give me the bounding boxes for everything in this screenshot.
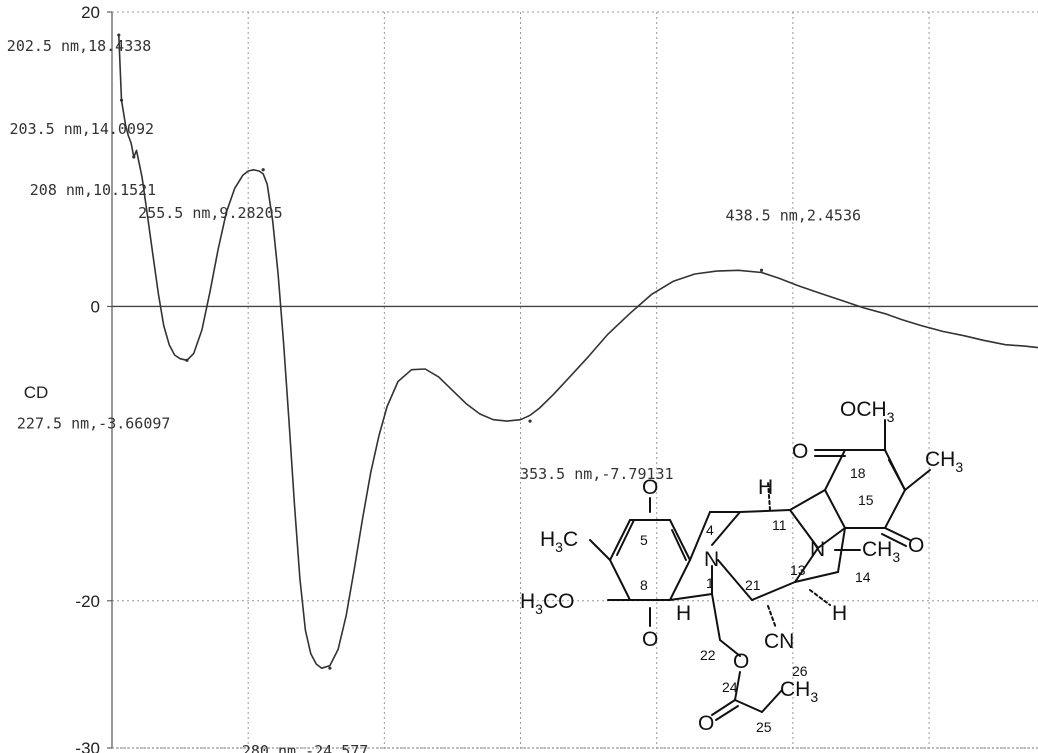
num-25: 25 xyxy=(756,719,772,735)
extremum-point xyxy=(528,419,532,423)
extremum-point xyxy=(328,666,332,670)
label-ch3-ester: CH3 xyxy=(780,678,818,705)
label-h-1: H xyxy=(676,602,691,625)
bond-double-right-1 xyxy=(888,459,906,491)
label-ch3-top: CH3 xyxy=(925,448,963,475)
num-18: 18 xyxy=(850,465,866,481)
num-13: 13 xyxy=(790,562,806,578)
num-24: 24 xyxy=(722,679,738,695)
bond-h11 xyxy=(767,481,771,511)
extremum-point xyxy=(185,358,189,362)
annotation-label: 227.5 nm,-3.66097 xyxy=(17,414,171,432)
bond-double-left-2 xyxy=(671,529,687,561)
bond-n-ring xyxy=(817,527,846,549)
peak-annotations: 202.5 nm,18.4338 203.5 nm,14.0092 208 nm,1… xyxy=(7,37,861,753)
ring-quinone-left xyxy=(608,519,692,601)
bond-c13-h xyxy=(809,589,831,606)
label-och3: OCH3 xyxy=(840,398,895,425)
bond-c1-ring xyxy=(669,593,713,601)
y-axis-label: CD xyxy=(24,383,49,402)
num-22: 22 xyxy=(700,647,716,663)
bond-c21-c13 xyxy=(751,581,796,601)
series-line-cd xyxy=(118,35,1038,669)
bond-c14-ring xyxy=(837,527,846,573)
num-5: 5 xyxy=(640,532,648,548)
annotation-label: 203.5 nm,14.0092 xyxy=(10,120,155,138)
bond-c1-c22 xyxy=(711,593,721,641)
bond-c10-n xyxy=(711,511,741,546)
y-tick-label: 20 xyxy=(81,3,100,22)
bond-c15-o xyxy=(884,527,911,541)
bond-n-c21 xyxy=(717,559,753,601)
ring-quinone-right xyxy=(823,449,907,529)
annotation-label: 353.5 nm,-7.79131 xyxy=(520,465,674,483)
chart-frame xyxy=(111,12,1038,749)
annotation-label: 280 nm,-24.577 xyxy=(242,742,368,753)
bond-ch3-top xyxy=(904,469,931,491)
bond-c25-c26 xyxy=(761,689,783,713)
num-8: 8 xyxy=(640,577,648,593)
label-o-quinone-3: O xyxy=(642,476,658,499)
extremum-point xyxy=(132,155,136,159)
chart-grid xyxy=(112,11,1038,749)
annotation-label: 202.5 nm,18.4338 xyxy=(7,37,152,55)
label-n-left: N xyxy=(704,548,719,571)
bond-n-c13 xyxy=(794,547,819,583)
label-o-quinone-4: O xyxy=(642,628,658,651)
extremum-point xyxy=(117,33,121,37)
num-21: 21 xyxy=(745,577,761,593)
bond-c24-o-double xyxy=(711,699,736,716)
num-15: 15 xyxy=(858,492,874,508)
bond-c11-c10 xyxy=(739,509,791,513)
label-o-carbonyl: O xyxy=(698,712,714,735)
label-h3c-left: H3C xyxy=(540,528,578,555)
annotation-label: 255.5 nm,9.28205 xyxy=(138,204,283,222)
bond-c11-ring xyxy=(789,489,826,511)
y-tick-label: -20 xyxy=(75,592,100,611)
bond-c24-o-double-2 xyxy=(715,705,739,721)
bond-double-left-1 xyxy=(616,519,635,556)
label-h-13: H xyxy=(832,602,847,625)
annotation-label: 208 nm,10.1521 xyxy=(30,181,156,199)
label-n-right: N xyxy=(810,538,825,561)
bond-c11-n xyxy=(789,509,819,549)
label-h3co: H3CO xyxy=(520,590,574,617)
bond-c4-ring xyxy=(689,511,711,561)
y-tick-label: 0 xyxy=(91,297,100,316)
label-h-11: H xyxy=(758,476,773,499)
extremum-point xyxy=(759,268,764,272)
num-26: 26 xyxy=(792,663,808,679)
annotation-label: 438.5 nm,2.4536 xyxy=(726,206,861,224)
bond-c15-o-double xyxy=(881,533,907,547)
label-cn: CN xyxy=(764,630,794,653)
extremum-point xyxy=(261,168,265,172)
extrema-markers xyxy=(117,33,764,670)
label-o-quinone-1: O xyxy=(792,440,808,463)
bond-o-c24 xyxy=(734,671,741,701)
bond-ch3-left xyxy=(589,539,611,561)
label-o-quinone-2: O xyxy=(908,534,924,557)
y-tick-labels: 20 0 -20 -30 xyxy=(75,3,112,753)
label-o-ester: O xyxy=(733,650,749,673)
bond-c22-o xyxy=(719,639,741,657)
num-14: 14 xyxy=(855,569,871,585)
label-ch3-n: CH3 xyxy=(862,538,900,565)
num-11: 11 xyxy=(772,517,787,533)
bond-c21-cn xyxy=(767,605,777,629)
bond-c13-c14 xyxy=(794,571,839,583)
molecule-structure xyxy=(589,419,931,721)
molecule-labels: OCH3 CH3 O O O O N CH3 H N H3C H3CO H H … xyxy=(520,398,963,735)
num-1: 1 xyxy=(706,575,714,591)
bond-c24-c25 xyxy=(734,699,763,713)
extremum-point xyxy=(119,98,124,102)
y-tick-label: -30 xyxy=(75,739,100,753)
num-4: 4 xyxy=(706,522,714,538)
